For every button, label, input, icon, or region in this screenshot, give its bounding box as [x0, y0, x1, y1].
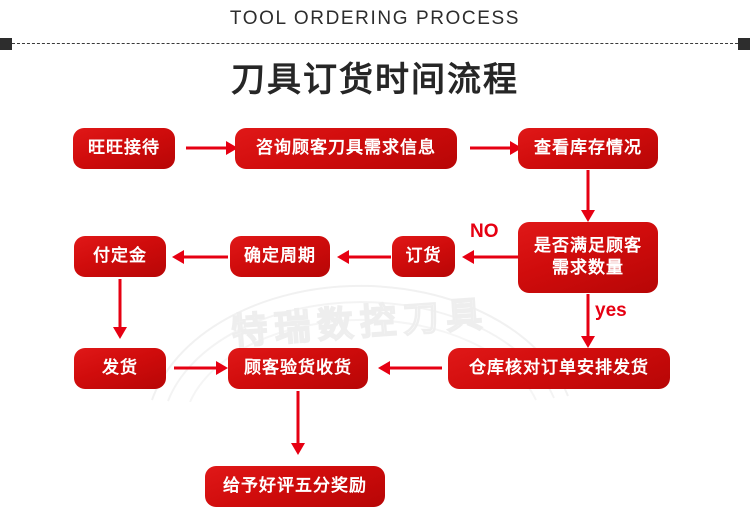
node-confirm-cycle[interactable]: 确定周期: [230, 236, 330, 277]
page-title-english: TOOL ORDERING PROCESS: [229, 8, 521, 29]
arrow-shaft: [472, 255, 518, 259]
arrow-reception-to-inquire: [186, 139, 238, 157]
arrow-place-order-to-confirm-cycle: [337, 248, 391, 266]
arrow-ship-to-customer-inspect: [174, 359, 228, 377]
edge-label-no: NO: [470, 221, 499, 242]
arrow-confirm-cycle-to-pay-deposit: [172, 248, 228, 266]
node-ship-goods[interactable]: 发货: [74, 348, 166, 389]
arrow-pay-deposit-to-ship: [110, 279, 130, 339]
arrow-head: [581, 336, 595, 348]
arrow-head: [216, 361, 228, 375]
arrow-shaft: [296, 391, 300, 445]
arrow-head: [291, 443, 305, 455]
node-meets-demand-decision[interactable]: 是否满足顾客 需求数量: [518, 222, 658, 293]
arrow-shaft: [586, 294, 590, 338]
divider-cap-right: [738, 38, 750, 50]
node-pay-deposit[interactable]: 付定金: [74, 236, 166, 277]
node-place-order[interactable]: 订货: [392, 236, 455, 277]
arrow-shaft: [388, 366, 442, 370]
arrow-shaft: [186, 146, 228, 150]
arrow-head: [172, 250, 184, 264]
arrow-decision-to-warehouse: [578, 294, 598, 348]
node-inquire-customer-needs[interactable]: 咨询顾客刀具需求信息: [235, 128, 457, 169]
arrow-shaft: [182, 255, 228, 259]
arrow-head: [462, 250, 474, 264]
arrow-shaft: [118, 279, 122, 329]
divider-cap-left: [0, 38, 12, 50]
arrow-shaft: [586, 170, 590, 212]
node-check-stock[interactable]: 查看库存情况: [518, 128, 658, 169]
arrow-head: [113, 327, 127, 339]
arrow-shaft: [347, 255, 391, 259]
divider-dashed-line: [12, 43, 738, 44]
page-title-chinese: 刀具订货时间流程: [231, 60, 519, 100]
arrow-decision-to-place-order: [462, 248, 518, 266]
node-give-five-star-review[interactable]: 给予好评五分奖励: [205, 466, 385, 507]
edge-label-yes: yes: [595, 300, 627, 321]
arrow-check-stock-to-decision: [578, 170, 598, 222]
arrow-shaft: [470, 146, 512, 150]
node-wangwang-reception[interactable]: 旺旺接待: [73, 128, 175, 169]
node-warehouse-verify-ship[interactable]: 仓库核对订单安排发货: [448, 348, 670, 389]
arrow-head: [378, 361, 390, 375]
node-customer-inspect-receive[interactable]: 顾客验货收货: [228, 348, 368, 389]
arrow-inquire-to-check-stock: [470, 139, 522, 157]
arrow-head: [337, 250, 349, 264]
arrow-head: [581, 210, 595, 222]
arrow-customer-inspect-to-review: [288, 391, 308, 455]
arrow-shaft: [174, 366, 218, 370]
arrow-warehouse-to-customer-inspect: [378, 359, 442, 377]
header-divider: [0, 38, 750, 50]
